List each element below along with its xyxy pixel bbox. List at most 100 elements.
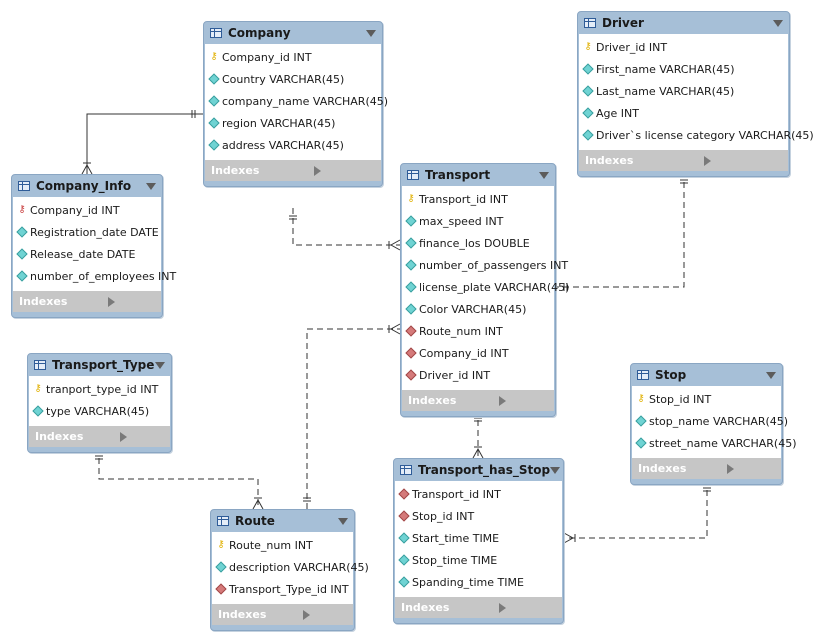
column-diamond-icon [208,95,220,107]
column-row[interactable]: ⚷Driver_id INT [579,36,788,58]
column-text: Start_time TIME [412,531,500,545]
column-row[interactable]: street_name VARCHAR(45) [632,432,797,454]
column-row[interactable]: max_speed INT [402,210,554,232]
table-header[interactable]: Transport [401,164,555,186]
rel-route-transport [306,328,400,509]
column-row[interactable]: Stop_id INT [395,505,562,527]
table-header[interactable]: Stop [631,364,782,386]
column-text: street_name VARCHAR(45) [649,436,797,450]
column-row[interactable]: number_of_employees INT [13,265,176,287]
column-row[interactable]: Driver`s license category VARCHAR(45) [579,124,814,146]
many-marker [472,446,484,459]
table-header[interactable]: Transport_has_Stop [394,459,563,481]
indexes-section[interactable]: Indexes [402,390,554,411]
column-row[interactable]: number_of_passengers INT [402,254,568,276]
column-row[interactable]: Registration_date DATE [13,221,161,243]
column-row[interactable]: type VARCHAR(45) [29,400,170,422]
column-text: Transport_id INT [419,192,508,206]
table-stop[interactable]: Stop⚷Stop_id INT stop_name VARCHAR(45) str… [630,363,797,485]
column-text: description VARCHAR(45) [229,560,369,574]
collapse-arrow-icon[interactable] [539,171,549,179]
diamond-glyph [582,129,594,141]
expand-arrow-icon[interactable] [107,296,155,307]
collapse-arrow-icon[interactable] [338,517,348,525]
column-row[interactable]: Age INT [579,102,788,124]
column-row[interactable]: Start_time TIME [395,527,562,549]
column-row[interactable]: address VARCHAR(45) [205,134,381,156]
column-text: address VARCHAR(45) [222,138,344,152]
column-row[interactable]: description VARCHAR(45) [212,556,369,578]
column-row[interactable]: Release_date DATE [13,243,161,265]
table-header[interactable]: Company [204,22,382,44]
column-row[interactable]: stop_name VARCHAR(45) [632,410,788,432]
table-header[interactable]: Transport_Type [28,354,171,376]
diamond-glyph [405,303,417,315]
column-row[interactable]: Driver_id INT [402,364,554,386]
indexes-section[interactable]: Indexes [212,604,353,625]
column-row[interactable]: company_name VARCHAR(45) [205,90,388,112]
column-row[interactable]: Last_name VARCHAR(45) [579,80,788,102]
indexes-label: Indexes [401,601,450,614]
collapse-arrow-icon[interactable] [146,182,156,190]
expand-arrow-icon[interactable] [303,609,347,620]
indexes-section[interactable]: Indexes [579,150,788,171]
column-row[interactable]: Color VARCHAR(45) [402,298,554,320]
column-diamond-icon [32,405,44,417]
foreign-key-icon [405,347,417,359]
column-row[interactable]: Stop_time TIME [395,549,562,571]
indexes-section[interactable]: Indexes [632,458,781,479]
column-text: number_of_passengers INT [419,258,569,272]
expand-arrow-icon[interactable] [120,431,164,442]
column-row[interactable]: license_plate VARCHAR(45) [402,276,569,298]
foreign-primary-key-icon: ⚷ [17,205,27,215]
column-row[interactable]: Country VARCHAR(45) [205,68,381,90]
table-header[interactable]: Company_Info [12,175,162,197]
table-header[interactable]: Route [211,510,354,532]
diamond-glyph [582,85,594,97]
column-row[interactable]: ⚷Company_id INT [205,46,381,68]
indexes-section[interactable]: Indexes [395,597,562,618]
column-row[interactable]: Route_num INT [402,320,554,342]
column-row[interactable]: Spanding_time TIME [395,571,562,593]
column-row[interactable]: Transport_id INT [395,483,562,505]
table-route[interactable]: Route⚷Route_num INT description VARCHAR(4… [210,509,369,631]
column-row[interactable]: ⚷tranport_type_id INT [29,378,170,400]
column-row[interactable]: finance_los DOUBLE [402,232,554,254]
column-row[interactable]: ⚷Transport_id INT [402,188,554,210]
column-row[interactable]: ⚷Route_num INT [212,534,353,556]
collapse-arrow-icon[interactable] [550,466,561,474]
column-text: Last_name VARCHAR(45) [596,84,735,98]
expand-arrow-icon[interactable] [704,155,782,166]
column-text: Stop_id INT [649,392,712,406]
column-row[interactable]: Company_id INT [402,342,554,364]
expand-arrow-icon[interactable] [499,602,556,613]
collapse-arrow-icon[interactable] [766,371,776,379]
column-row[interactable]: region VARCHAR(45) [205,112,381,134]
expand-arrow-icon[interactable] [727,463,775,474]
expand-arrow-icon[interactable] [498,395,548,406]
column-text: region VARCHAR(45) [222,116,336,130]
indexes-section[interactable]: Indexes [205,160,381,181]
indexes-section[interactable]: Indexes [29,426,170,447]
column-diamond-icon [405,303,417,315]
column-text: stop_name VARCHAR(45) [649,414,789,428]
table-header[interactable]: Driver [578,12,789,34]
column-row[interactable]: ⚷Stop_id INT [632,388,781,410]
collapse-arrow-icon[interactable] [366,29,376,37]
expand-arrow-icon[interactable] [313,165,375,176]
column-text: Release_date DATE [30,247,136,261]
column-row[interactable]: First_name VARCHAR(45) [579,58,788,80]
column-row[interactable]: Transport_Type_id INT [212,578,353,600]
collapse-arrow-icon[interactable] [155,361,165,369]
column-row[interactable]: ⚷Company_id INT [13,199,161,221]
indexes-section[interactable]: Indexes [13,291,161,312]
collapse-arrow-icon[interactable] [773,19,783,27]
